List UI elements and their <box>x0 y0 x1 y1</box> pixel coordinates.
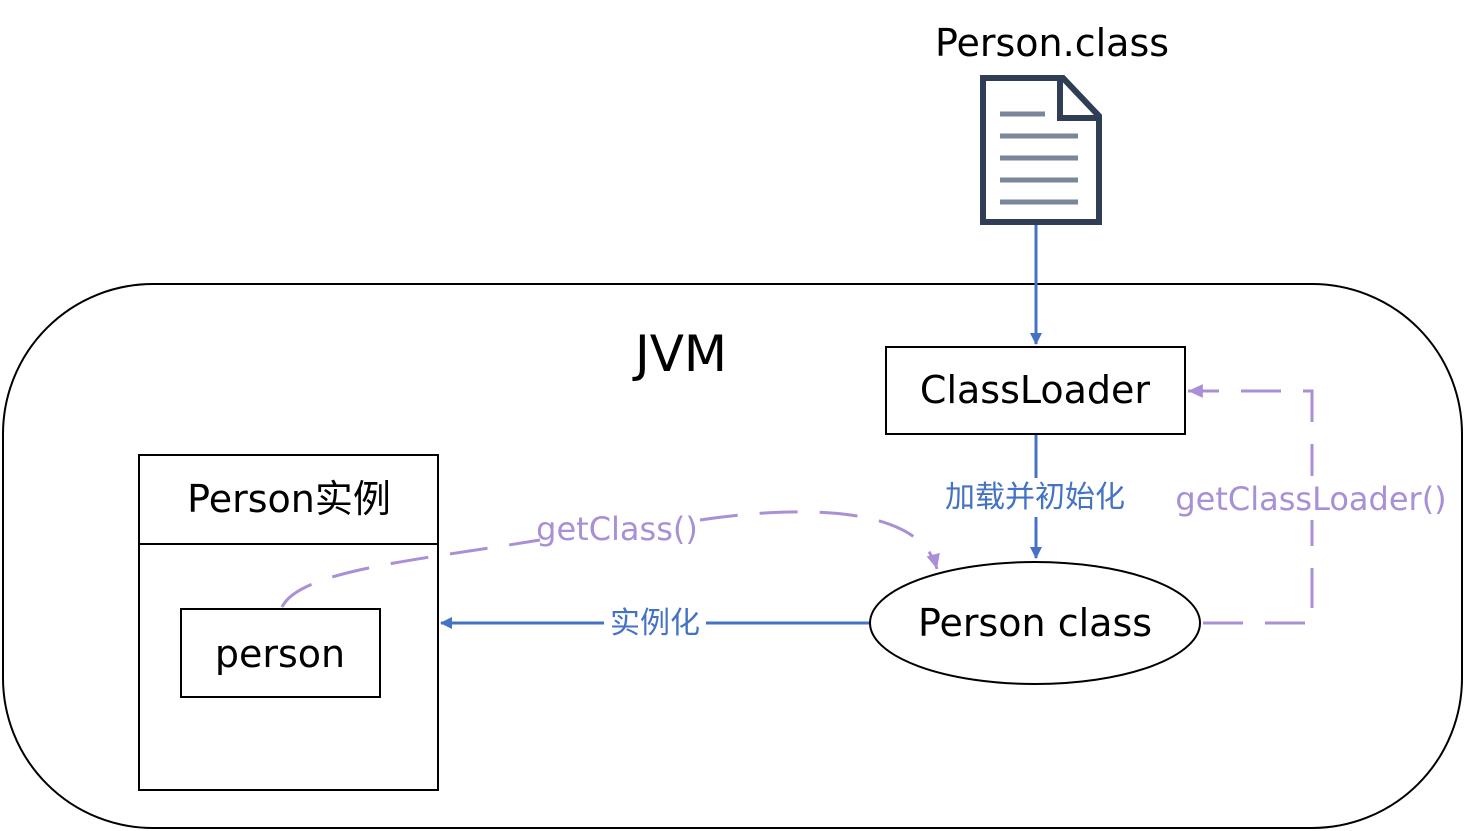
jvm-label: JVM <box>632 325 727 383</box>
person-reference-box <box>180 608 381 698</box>
person-reference-label: person <box>215 632 345 676</box>
get-class-loader-label: getClassLoader() <box>1175 480 1446 518</box>
person-class-label: Person class <box>918 601 1152 645</box>
classloader-label: ClassLoader <box>920 368 1151 412</box>
load-init-label: 加载并初始化 <box>945 480 1125 515</box>
classloader-node: ClassLoader <box>885 346 1186 435</box>
get-class-loader-label-bg <box>1178 476 1446 520</box>
person-instance-title: Person实例 <box>187 477 391 521</box>
get-class-label: getClass() <box>536 510 698 548</box>
get-class-dashed-arrow <box>280 510 937 608</box>
person-class-node: Person class <box>869 561 1201 685</box>
person-instance-node: Person实例 person <box>138 454 439 791</box>
file-title: Person.class <box>935 21 1169 65</box>
instantiate-label: 实例化 <box>610 606 700 641</box>
document-icon <box>980 75 1102 225</box>
